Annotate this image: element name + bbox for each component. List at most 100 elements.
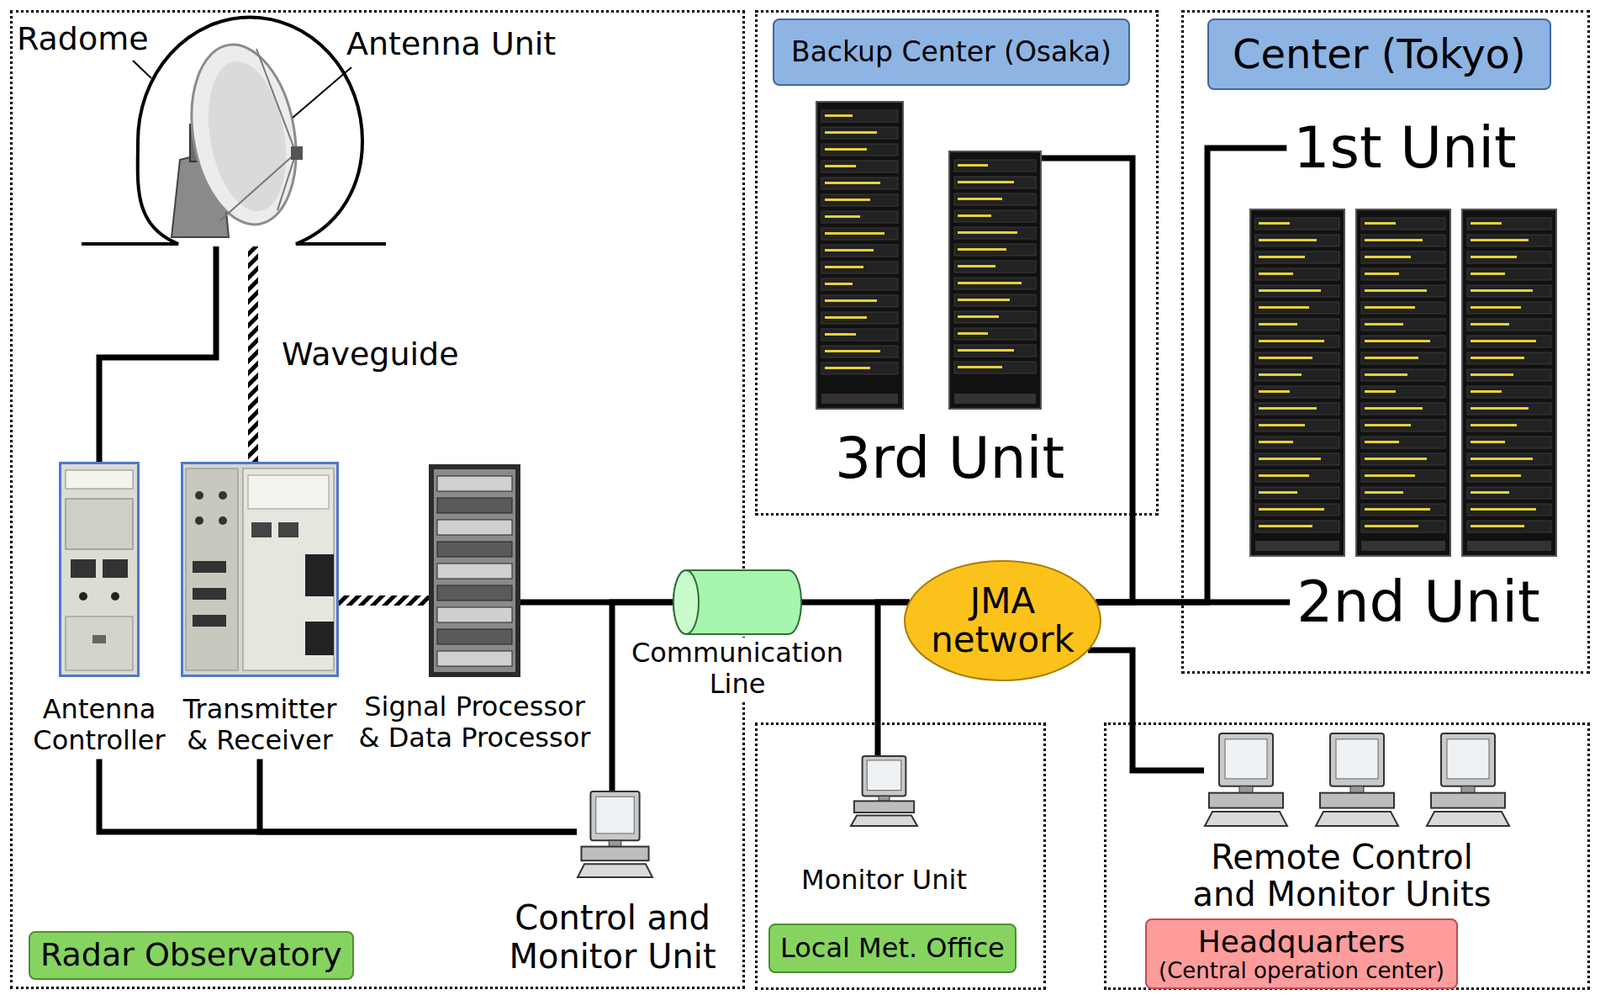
rack-slot [1255,318,1340,331]
rack-tag [1258,255,1305,259]
leader-line [292,67,352,118]
rack-slot [1361,251,1446,264]
knob [218,491,228,500]
rack-slot [821,278,898,291]
rack-shelf [437,541,513,557]
rack-tag [824,332,856,336]
rack-tag [1258,373,1302,376]
rack-fan [1255,540,1340,551]
nameplate [65,469,133,489]
rack-slot [1467,503,1552,516]
feed-strut [256,48,296,154]
rack [816,101,903,409]
monitor [1441,733,1495,787]
rack-tag [1258,524,1313,528]
rack-tag [1258,457,1321,460]
dish-inner [197,55,297,218]
backup-center-region: Backup Center (Osaka)3rd Unit [755,10,1159,516]
cabinet [60,463,139,676]
remote-monitor-units-picture [1203,732,1511,827]
region-tag: Center (Tokyo) [1207,18,1552,90]
region-tag: Headquarters(Central operation center) [1145,918,1458,989]
rack-slot [1361,402,1446,415]
rack-shelf [437,563,513,579]
caption: Communication Line [619,637,856,700]
computer-case [1209,792,1284,808]
rack-slot [1255,352,1340,365]
screen [1335,739,1379,779]
rack-fan [1361,540,1446,551]
rack-slot [954,243,1036,256]
rack-slot [1361,352,1446,365]
rack-slot [1467,436,1552,449]
rack-tag [824,299,877,302]
rack-tag [957,348,1014,352]
rack-tag [1364,524,1419,528]
panel [185,468,238,671]
cylinder-body [673,570,802,634]
monitor-unit: Monitor Unit [850,755,919,827]
rack-slot [954,311,1036,323]
rack-tag [1470,322,1510,326]
keyboard [850,814,918,826]
rack-slot [1467,285,1552,297]
headquarters-region: Headquarters(Central operation center)Re… [1103,722,1590,990]
rack-slot [954,294,1036,307]
monitor-stand [1239,786,1253,793]
rack-tag [1258,474,1310,477]
black-panel [305,554,334,597]
rack-slot [1255,436,1340,449]
rack-shelf [437,585,513,601]
knob [79,591,88,601]
antenna-controller: Antenna Controller [58,461,140,677]
rack-tag [1364,306,1416,309]
knob [218,516,228,525]
rack-tag [1470,457,1533,460]
rack-slot [1361,268,1446,280]
keyboard [1315,811,1399,826]
rack-tag [1364,255,1411,259]
rack-slot [1361,419,1446,432]
rack-slot [1361,385,1446,398]
indicator [192,614,227,627]
rack [949,151,1041,409]
rack-tag [1470,423,1517,427]
rack-tag [1470,524,1525,528]
rack-tag [1364,507,1431,511]
rack-tag [1258,423,1305,427]
rack-slot [1361,285,1446,297]
connector [99,759,577,832]
rack-shelf [437,650,513,666]
rack-tag [957,264,996,268]
local-office-region: Local Met. OfficeMonitor Unit [755,722,1046,990]
connector [99,246,217,462]
feed-horn [290,146,303,160]
server-racks: 3rd Unit [816,101,1041,409]
rack-slot [1361,335,1446,348]
rack-slot [1467,520,1552,533]
rack-tag [1258,339,1325,343]
panel [65,616,133,671]
rack-slot [1255,285,1340,297]
monitor [1330,733,1384,787]
rack-frame [428,464,521,677]
leader-line [132,60,152,79]
rack-slot [1467,419,1552,432]
rack-slot [954,210,1036,222]
rack-tag [1470,272,1505,275]
rack-slot [821,211,898,223]
dish-reflector [178,36,310,233]
meter [278,522,299,538]
rack-inner [433,469,516,672]
rack-slot [954,193,1036,206]
rack-tag [1258,491,1298,494]
rack-tag [957,214,992,217]
rack-slot [1467,453,1552,465]
rack-slot [954,344,1036,357]
rack-slot [1467,352,1552,365]
rack-tag [1470,440,1505,444]
rack-slot [1467,335,1552,348]
rack-tag [1364,322,1404,326]
rack-tag [824,366,871,370]
